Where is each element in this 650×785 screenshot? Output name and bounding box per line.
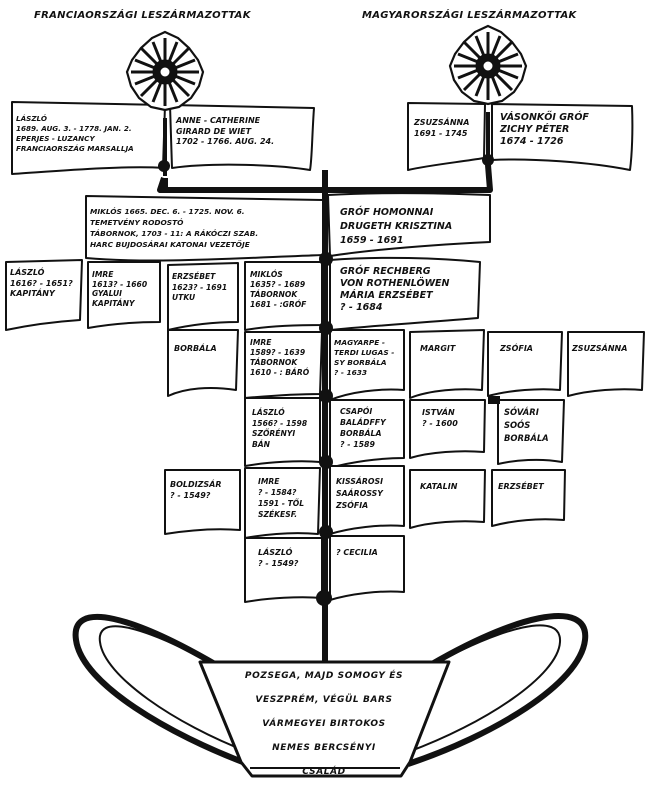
- label-csapoi: CSAPÓI BALÁDFFY BORBÁLA ? - 1589: [340, 407, 386, 449]
- label-istvan: ISTVÁN ? - 1600: [422, 408, 458, 428]
- knots: [158, 154, 500, 606]
- leaf-rechberg: [329, 256, 481, 331]
- label-anne-catherine: ANNE - CATHERINE GIRARD DE WIET 1702 - 1…: [176, 116, 275, 146]
- leaf-margit: [409, 329, 485, 399]
- leaf-zsuzsanna: [567, 331, 645, 397]
- label-miklos-1635: MIKLÓS 1635? - 1689 TÁBORNOK 1681 - :GRÓ…: [250, 270, 307, 309]
- label-katalin: KATALIN: [420, 482, 458, 491]
- leaf-miklos-1665: [85, 195, 324, 262]
- label-laszlo-1549: LÁSZLÓ ? - 1549?: [258, 548, 299, 568]
- vase-text-bercsenyi-family: POZSEGA, MAJD SOMOGY ÉS VESZPRÉM, VÉGÜL …: [244, 671, 404, 777]
- left-crest-wheel: [125, 30, 205, 112]
- right-crest-wheel: [448, 24, 528, 106]
- label-erzsebet-1623: ERZSÉBET 1623? - 1691 UTKU: [172, 272, 228, 302]
- label-zsofia: ZSÓFIA: [500, 344, 533, 353]
- label-sovari: SÓVÁRI SOÓS BORBÁLA: [504, 407, 549, 443]
- label-kissarosi: KISSÁROSI SAÁROSSY ZSÓFIA: [336, 477, 384, 510]
- leaf-vasonkoi: [491, 103, 634, 171]
- label-miklos-1665: MIKLÓS 1665. DEC. 6. - 1725. NOV. 6. TEM…: [90, 207, 259, 249]
- label-homonnai: GRÓF HOMONNAI DRUGETH KRISZTINA 1659 - 1…: [340, 207, 453, 246]
- label-erzsebet: ERZSÉBET: [498, 482, 544, 491]
- label-rechberg: GRÓF RECHBERG VON ROTHENLÖWEN MÁRIA ERZS…: [340, 266, 450, 313]
- leaf-cecilia: [329, 535, 405, 601]
- leaf-katalin: [409, 469, 486, 529]
- leaf-anne-catherine: [169, 104, 315, 171]
- header-french-descendants: FRANCIAORSZÁGI LESZÁRMAZOTTAK: [34, 10, 251, 21]
- leaf-imre-1613: [87, 261, 161, 329]
- leaf-borbala: [167, 329, 239, 397]
- label-laszlo-1689: LÁSZLÓ 1689. AUG. 3. - 1778. JAN. 2. EPE…: [16, 114, 134, 153]
- vase-right-handle: [407, 613, 589, 767]
- label-borbala: BORBÁLA: [174, 344, 217, 353]
- label-laszlo-1616: LÁSZLÓ 1616? - 1651? KAPITÁNY: [10, 268, 73, 298]
- label-margit: MARGIT: [420, 344, 456, 353]
- vase-body: [198, 660, 451, 778]
- vase-left-handle: [72, 613, 250, 767]
- leaf-istvan: [409, 399, 486, 459]
- label-vasonkoi: VÁSONKŐI GRÓF ZICHY PÉTER 1674 - 1726: [500, 112, 589, 147]
- label-magyarpeterdi: MAGYARPE - TERDI LUGAS - SY BORBÁLA ? - …: [334, 338, 395, 377]
- leaf-sovari: [497, 399, 565, 465]
- label-imre-1613: IMRE 1613? - 1660 GYALUI KAPITÁNY: [92, 270, 148, 308]
- leaf-boldizsar: [164, 469, 241, 535]
- leaf-erzsebet: [491, 469, 566, 527]
- label-zsuzsanna: ZSUZSÁNNA: [572, 344, 628, 353]
- label-imre-1584: IMRE ? - 1584? 1591 - TŐL SZÉKESF.: [258, 477, 305, 519]
- label-cecilia: ? CECILIA: [336, 548, 378, 557]
- label-zsuzsanna-1691: ZSUZSÁNNA 1691 - 1745: [414, 118, 470, 138]
- leaf-zsofia: [487, 331, 563, 397]
- header-hungarian-descendants: MAGYARORSZÁGI LESZÁRMAZOTTAK: [362, 10, 577, 21]
- leaf-homonnai: [327, 192, 491, 257]
- label-boldizsar: BOLDIZSÁR ? - 1549?: [170, 480, 222, 500]
- label-laszlo-1566: LÁSZLÓ 1566? - 1598 SZŐRÉNYI BÁN: [252, 408, 308, 449]
- leaf-laszlo-1616: [5, 259, 83, 331]
- label-imre-1589: IMRE 1589? - 1639 TÁBORNOK 1610 - : BÁRÓ: [250, 338, 310, 377]
